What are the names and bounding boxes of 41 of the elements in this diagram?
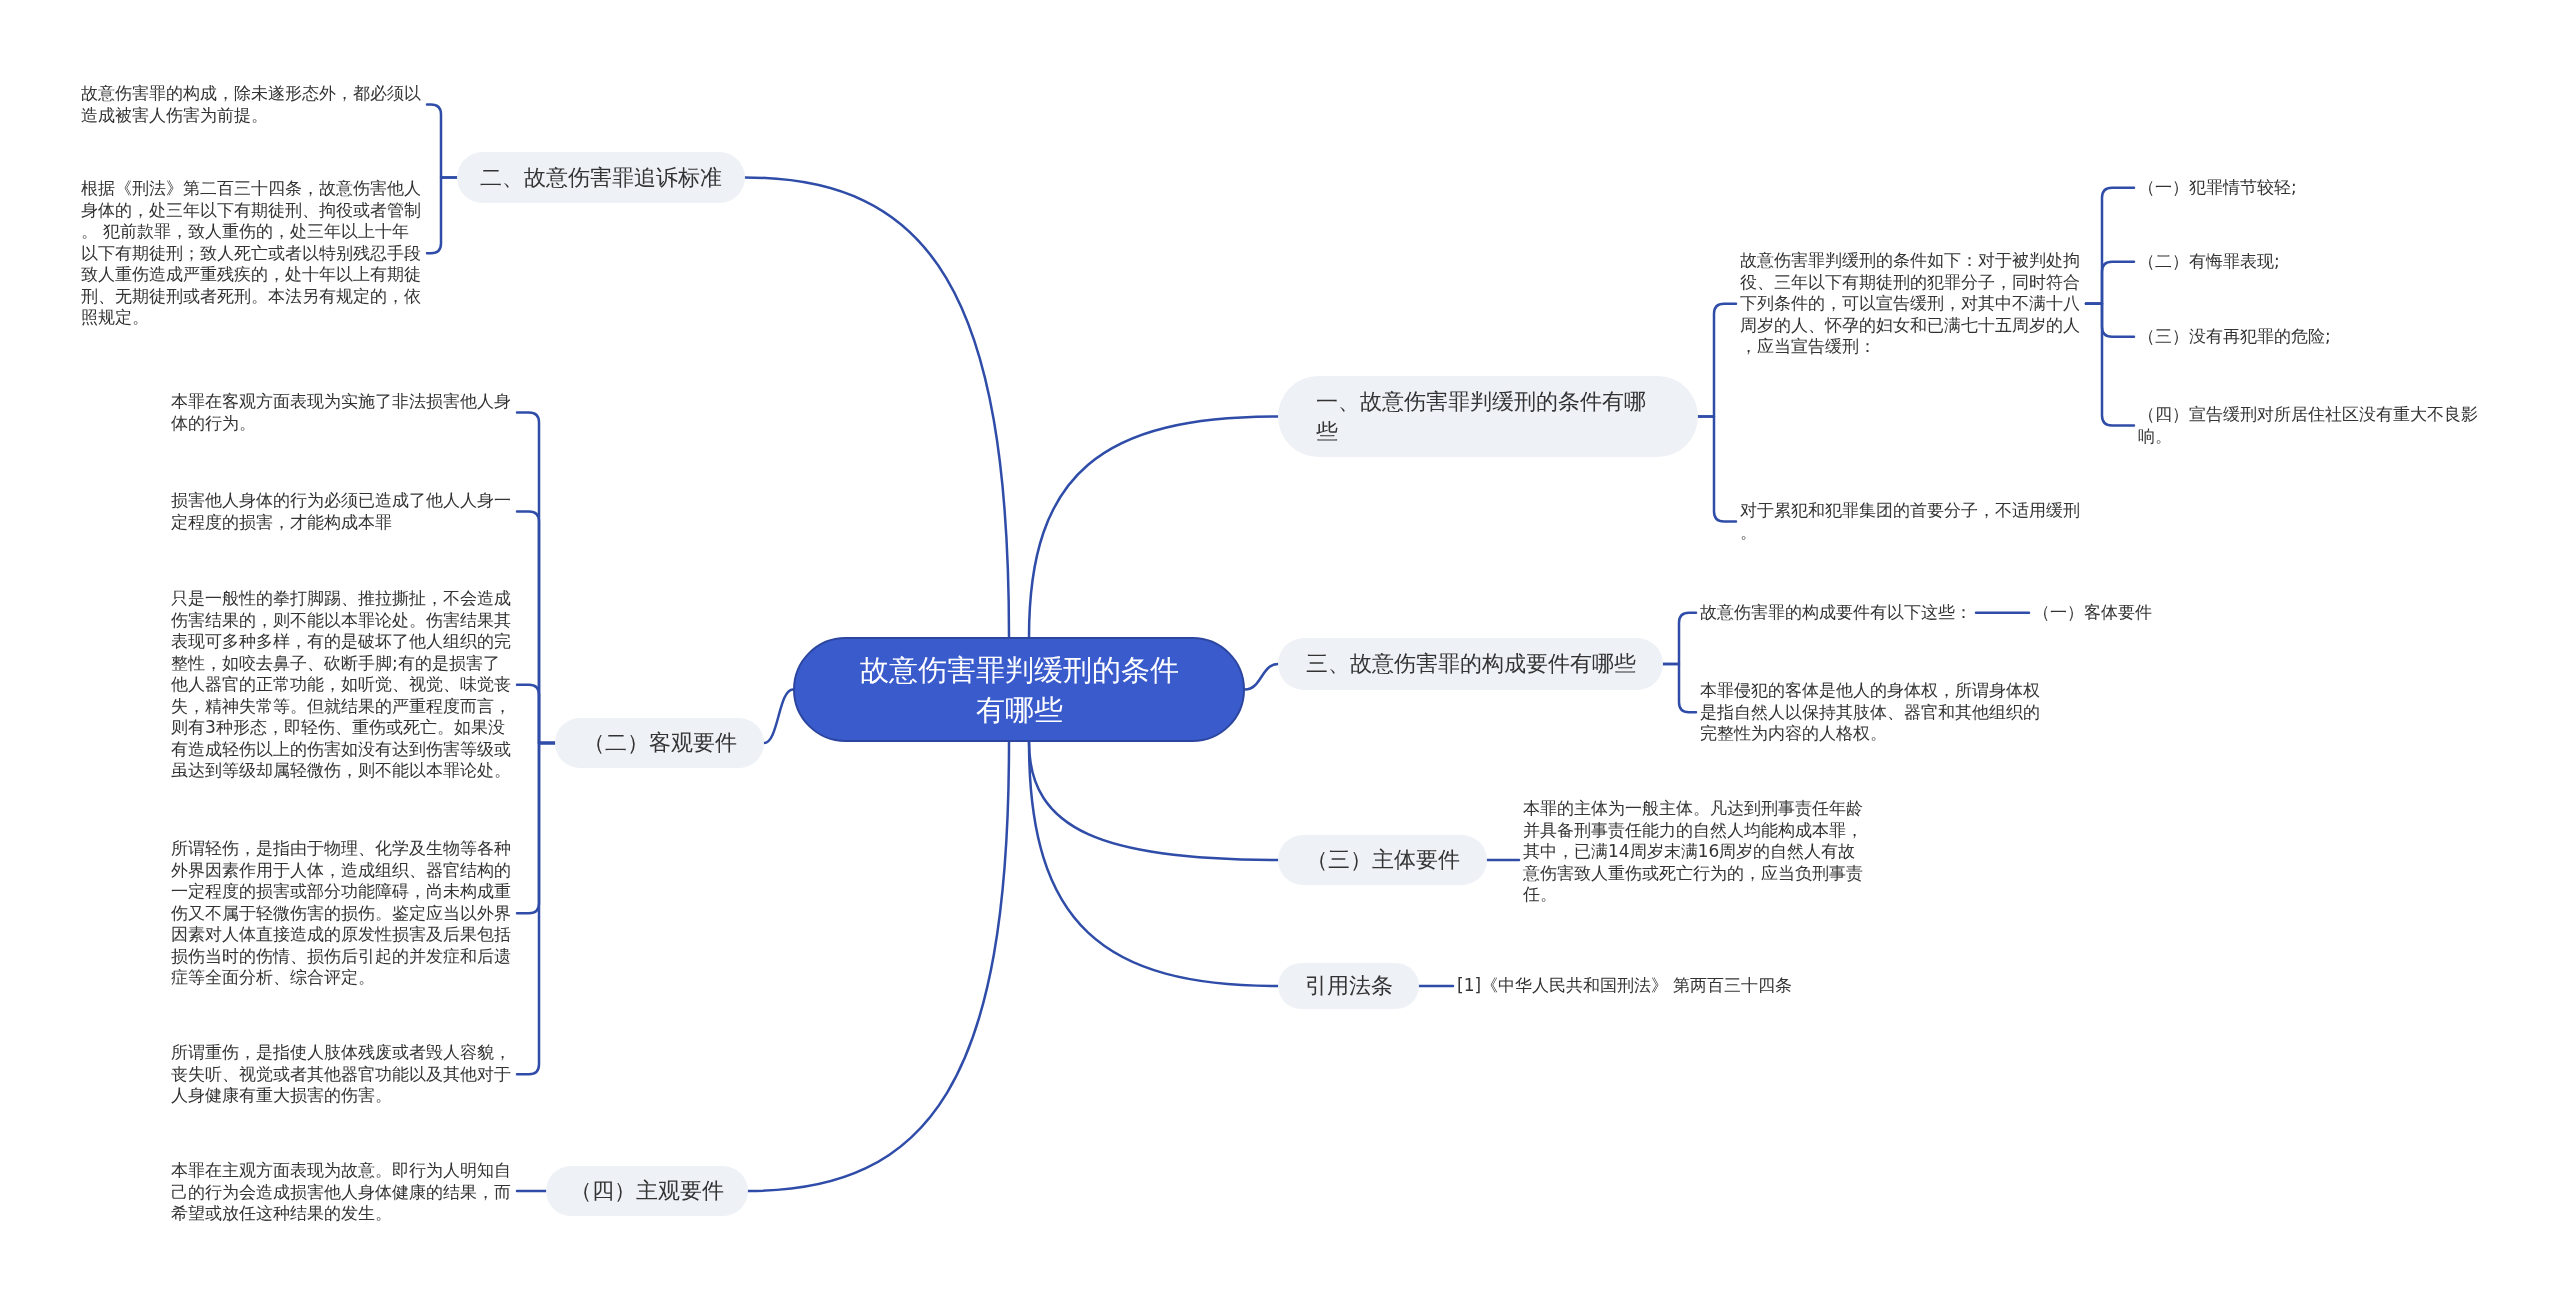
topic-pill: （四）主观要件: [546, 1166, 748, 1216]
connector-line: [515, 1189, 548, 1193]
connector-line: [1661, 662, 1698, 714]
connector-line: [1974, 611, 2031, 615]
connector-line: [762, 688, 795, 745]
central-topic: 故意伤害罪判缓刑的条件有哪些: [793, 637, 1245, 742]
note-text: （二）有悔罪表现;: [2134, 249, 2284, 275]
connector-line: [425, 176, 459, 255]
note-text: 只是一般性的拳打脚踢、推拉撕扯，不会造成伤害结果的，则不能以本罪论处。伤害结果其表现可多种多样，有的是破坏了他人组织的完整性，如咬去鼻子、砍断手脚;有的是损害了他人器官的正常功能，如听觉、视觉、味觉丧失，精神失常等。但就结果的严重程度而言，则有3种形态，即轻伤、重伤或死亡。如果没有造成轻伤以上的伤害如没有达到伤害等级或虽达到等级却属轻微伤，则不能以本罪论处。: [167, 586, 517, 784]
note-text: 对于累犯和犯罪集团的首要分子，不适用缓刑。: [1736, 498, 2086, 545]
topic-pill: 引用法条: [1278, 963, 1419, 1009]
topic-pill: 二、故意伤害罪追诉标准: [457, 152, 745, 203]
note-text: 本罪的主体为一般主体。凡达到刑事责任年龄并具备刑事责任能力的自然人均能构成本罪，其中，已满14周岁末满16周岁的自然人有故意伤害致人重伤或死亡行为的，应当负刑事责任。: [1519, 796, 1869, 908]
note-text: [1]《中华人民共和国刑法》 第两百三十四条: [1453, 973, 1797, 999]
note-text: 故意伤害罪的构成要件有以下这些：: [1696, 600, 1976, 626]
connector-line: [743, 176, 1011, 639]
note-text: 本罪在客观方面表现为实施了非法损害他人身体的行为。: [167, 389, 517, 436]
note-text: （一）犯罪情节较轻;: [2134, 175, 2301, 201]
note-text: 本罪侵犯的客体是他人的身体权，所谓身体权是指自然人以保持其肢体、器官和其他组织的完整性为内容的人格权。: [1696, 678, 2046, 747]
note-text: 所谓轻伤，是指由于物理、化学及生物等各种外界因素作用于人体，造成组织、器官结构的一定程度的损害或部分功能障碍，尚未构成重伤又不属于轻微伤害的损伤。鉴定应当以外界因素对人体直接造成的原发性损害及后果包括损伤当时的伤情、损伤后引起的并发症和后遗症等全面分析、综合评定。: [167, 836, 517, 991]
topic-pill: （三）主体要件: [1278, 835, 1487, 885]
connector-line: [1417, 984, 1455, 988]
note-text: （三）没有再犯罪的危险;: [2134, 324, 2335, 350]
note-text: 故意伤害罪判缓刑的条件如下：对于被判处拘役、三年以下有期徒刑的犯罪分子，同时符合下列条件的，可以宣告缓刑，对其中不满十八周岁的人、怀孕的妇女和已满七十五周岁的人，应当宣告缓刑：: [1736, 248, 2086, 360]
connector-line: [515, 741, 557, 1076]
topic-pill: 一、故意伤害罪判缓刑的条件有哪些: [1278, 376, 1698, 457]
note-text: 损害他人身体的行为必须已造成了他人人身一定程度的损害，才能构成本罪: [167, 488, 517, 535]
connector-line: [1696, 415, 1738, 523]
note-text: 本罪在主观方面表现为故意。即行为人明知自己的行为会造成损害他人身体健康的结果，而希望或放任这种结果的发生。: [167, 1158, 517, 1227]
connector-line: [1243, 662, 1280, 691]
connector-line: [746, 740, 1011, 1193]
connector-line: [1485, 858, 1521, 862]
note-text: （四）宣告缓刑对所居住社区没有重大不良影响。: [2134, 402, 2484, 449]
note-text: 根据《刑法》第二百三十四条，故意伤害他人身体的，处三年以下有期徒刑、拘役或者管制。 犯前款罪，致人重伤的，处三年以上十年以下有期徒刑；致人死亡或者以特别残忍手段致人重伤造成严重残疾的，处十年以上有期徒刑、无期徒刑或者死刑。本法另有规定的，依照规定。: [77, 176, 427, 331]
connector-line: [1027, 740, 1280, 988]
note-text: 所谓重伤，是指使人肢体残废或者毁人容貌，丧失听、视觉或者其他器官功能以及其他对于人身健康有重大损害的伤害。: [167, 1040, 517, 1109]
note-text: 故意伤害罪的构成，除未遂形态外，都必须以造成被害人伤害为前提。: [77, 81, 427, 128]
connector-line: [1027, 415, 1280, 639]
topic-pill: （二）客观要件: [555, 718, 764, 768]
topic-pill: 三、故意伤害罪的构成要件有哪些: [1278, 638, 1663, 690]
note-text: （一）客体要件: [2029, 600, 2156, 626]
